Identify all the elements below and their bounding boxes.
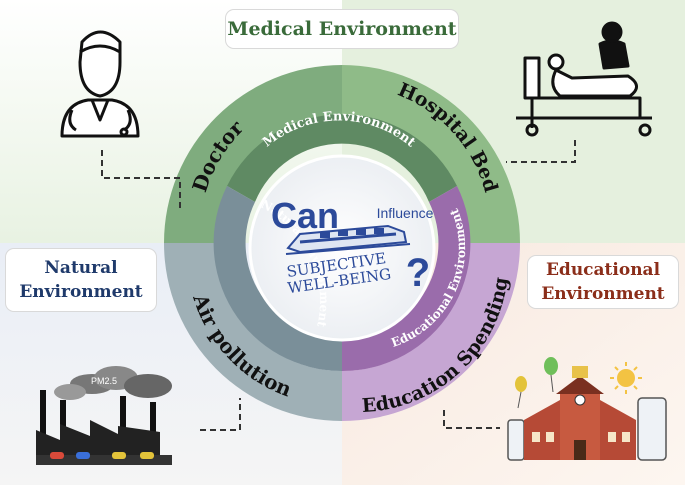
natural-title-line2: Environment [19,282,143,302]
natural-inner-segment [213,186,342,372]
center-question-mark: ? [406,251,430,295]
hospital-bed-connector [506,140,576,163]
education-spending-ring-segment [342,243,520,421]
educational-environment-title: Educational Environment [528,256,678,308]
educational-title-line2: Environment [541,284,665,304]
hospital-bed-icon [516,21,652,137]
train-icon [285,224,411,255]
medical-environment-title: Medical Environment [226,10,458,48]
pm25-label: PM2.5 [91,376,117,386]
air-pollution-ring-segment [164,243,342,421]
hospital-bed-ring-segment [342,65,520,243]
doctor-icon [60,30,140,138]
education-spending-connector [443,410,500,429]
doctor-ring-segment [164,65,342,243]
sun-icon [610,362,642,394]
school-icon [507,366,667,461]
educational-title-line1: Educational [545,260,661,280]
air-pollution-connector [200,398,241,431]
natural-environment-title: Natural Environment [6,249,156,311]
medical-inner-segment [227,114,457,202]
balloon-icon [515,357,558,409]
factory-smog-icon: PM2.5 [36,366,172,465]
educational-inner-segment [342,186,471,372]
doctor-connector [101,150,181,210]
center-can-text: Can [271,195,339,236]
center-influence-text: Influence [377,205,434,221]
natural-title-line1: Natural [44,258,118,278]
